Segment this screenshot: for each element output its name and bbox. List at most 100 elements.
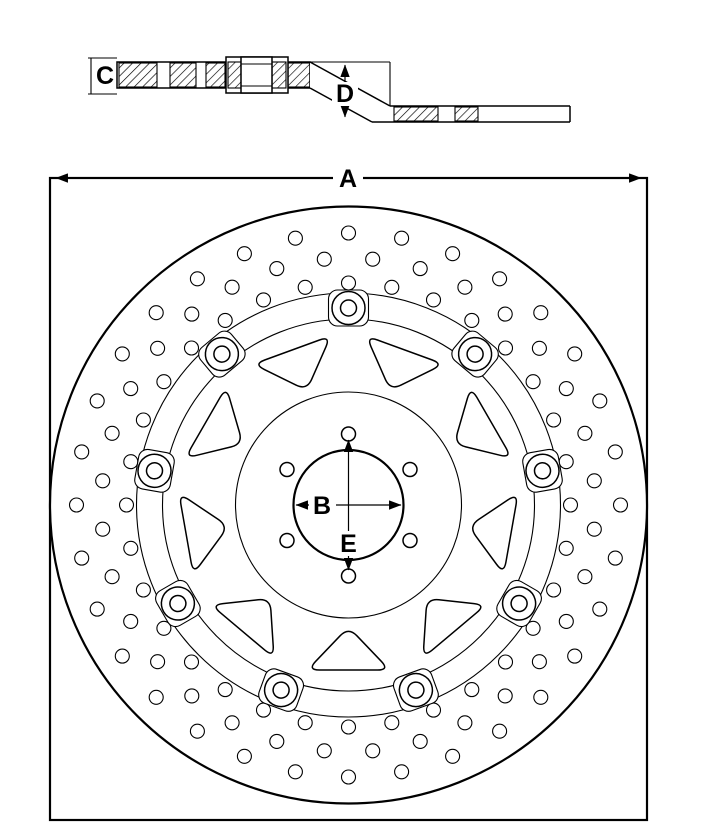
drill-hole: [607, 550, 623, 566]
floating-button: [496, 579, 542, 628]
offset-web-fill: [310, 62, 570, 122]
hatch-block: [118, 62, 158, 88]
mounting-bolt-section: [240, 56, 273, 94]
drill-hole: [546, 412, 562, 428]
drill-hole: [236, 748, 252, 764]
drill-hole: [592, 393, 608, 409]
carrier-cutout: [258, 338, 329, 388]
bolt-hole: [402, 461, 418, 478]
floating-button: [522, 448, 563, 493]
bore-label: B: [313, 492, 331, 520]
drill-hole: [217, 682, 233, 698]
carrier-cutout: [215, 598, 274, 654]
drill-hole: [562, 497, 579, 513]
floating-button: [327, 289, 370, 327]
bolt-hole: [340, 568, 357, 584]
drill-hole: [183, 654, 200, 670]
cross-section-view: C: [88, 56, 571, 123]
drill-hole: [533, 689, 549, 705]
drill-hole: [531, 340, 547, 356]
floating-button: [134, 448, 175, 493]
bolt-circle-label: E: [340, 530, 357, 558]
drill-hole: [577, 425, 593, 441]
drill-hole: [425, 292, 442, 308]
drill-hole: [123, 540, 139, 556]
thickness-dimension: C: [88, 57, 118, 95]
button-rivet: [466, 345, 484, 363]
bolt-hole: [340, 426, 357, 442]
bolt-holes: [279, 426, 418, 584]
drill-hole: [384, 715, 400, 731]
drill-hole: [497, 688, 513, 704]
drill-hole: [135, 582, 151, 598]
drill-hole: [457, 715, 473, 731]
drill-hole: [412, 733, 428, 749]
bolt-circle-label-backing: [335, 531, 362, 556]
drill-hole: [412, 261, 428, 277]
drill-hole: [316, 743, 332, 759]
drill-hole: [464, 312, 480, 328]
hatch-block: [205, 62, 226, 88]
hatch-block: [169, 62, 197, 88]
carrier-cutout: [311, 630, 386, 671]
carrier-cutout: [423, 598, 482, 654]
drill-hole: [297, 279, 313, 295]
button-rivet: [533, 462, 552, 480]
drill-hole: [497, 306, 513, 322]
drill-hole: [340, 275, 357, 291]
drill-hole: [189, 271, 205, 287]
drill-hole: [183, 340, 200, 356]
carrier-cutout: [179, 496, 225, 570]
bolt-circle-dimension: E: [335, 439, 362, 571]
drill-hole: [340, 225, 357, 241]
hub-section: [225, 56, 289, 94]
button-rivet: [213, 345, 231, 363]
drill-hole: [148, 689, 164, 705]
floating-button: [451, 330, 499, 378]
drill-hole: [224, 279, 240, 295]
drill-hole: [184, 306, 200, 322]
drill-hole: [74, 444, 90, 460]
offset-section: [288, 61, 571, 123]
drill-hole: [525, 374, 541, 390]
bolt-hole: [279, 461, 295, 478]
hatch-block: [227, 61, 242, 89]
drill-hole: [104, 569, 120, 585]
offset-label-backing: [332, 82, 358, 106]
drill-hole: [558, 540, 574, 556]
drill-hole: [384, 279, 400, 295]
drill-holes: [68, 225, 629, 785]
drill-hole: [255, 292, 272, 308]
carrier-cutout: [368, 338, 439, 388]
drill-hole: [68, 497, 85, 513]
button-rivet: [510, 594, 528, 613]
floating-buttons: [134, 289, 563, 712]
drill-hole: [297, 715, 313, 731]
drill-hole: [394, 230, 410, 246]
drill-hole: [123, 381, 139, 397]
drill-hole: [150, 340, 166, 356]
button-rivet: [407, 681, 425, 699]
drill-hole: [287, 230, 303, 246]
carrier-cutout: [472, 496, 518, 570]
bolt-hole: [279, 532, 295, 549]
drill-hole: [394, 764, 410, 780]
drill-hole: [365, 743, 381, 759]
drill-hole: [558, 613, 574, 629]
drill-hole: [287, 764, 303, 780]
button-rivet: [145, 462, 164, 480]
floating-button: [392, 668, 439, 712]
drill-hole: [135, 412, 151, 428]
drill-hole: [89, 601, 105, 617]
drill-hole: [148, 305, 164, 321]
drill-hole: [612, 497, 629, 513]
drill-hole: [89, 393, 105, 409]
drill-hole: [531, 654, 547, 670]
drill-hole: [114, 648, 130, 664]
bore-dimension: B: [295, 492, 402, 520]
hatch-block: [393, 106, 439, 122]
drill-hole: [95, 521, 111, 537]
offset-label: D: [336, 80, 354, 108]
drill-hole: [445, 748, 461, 764]
